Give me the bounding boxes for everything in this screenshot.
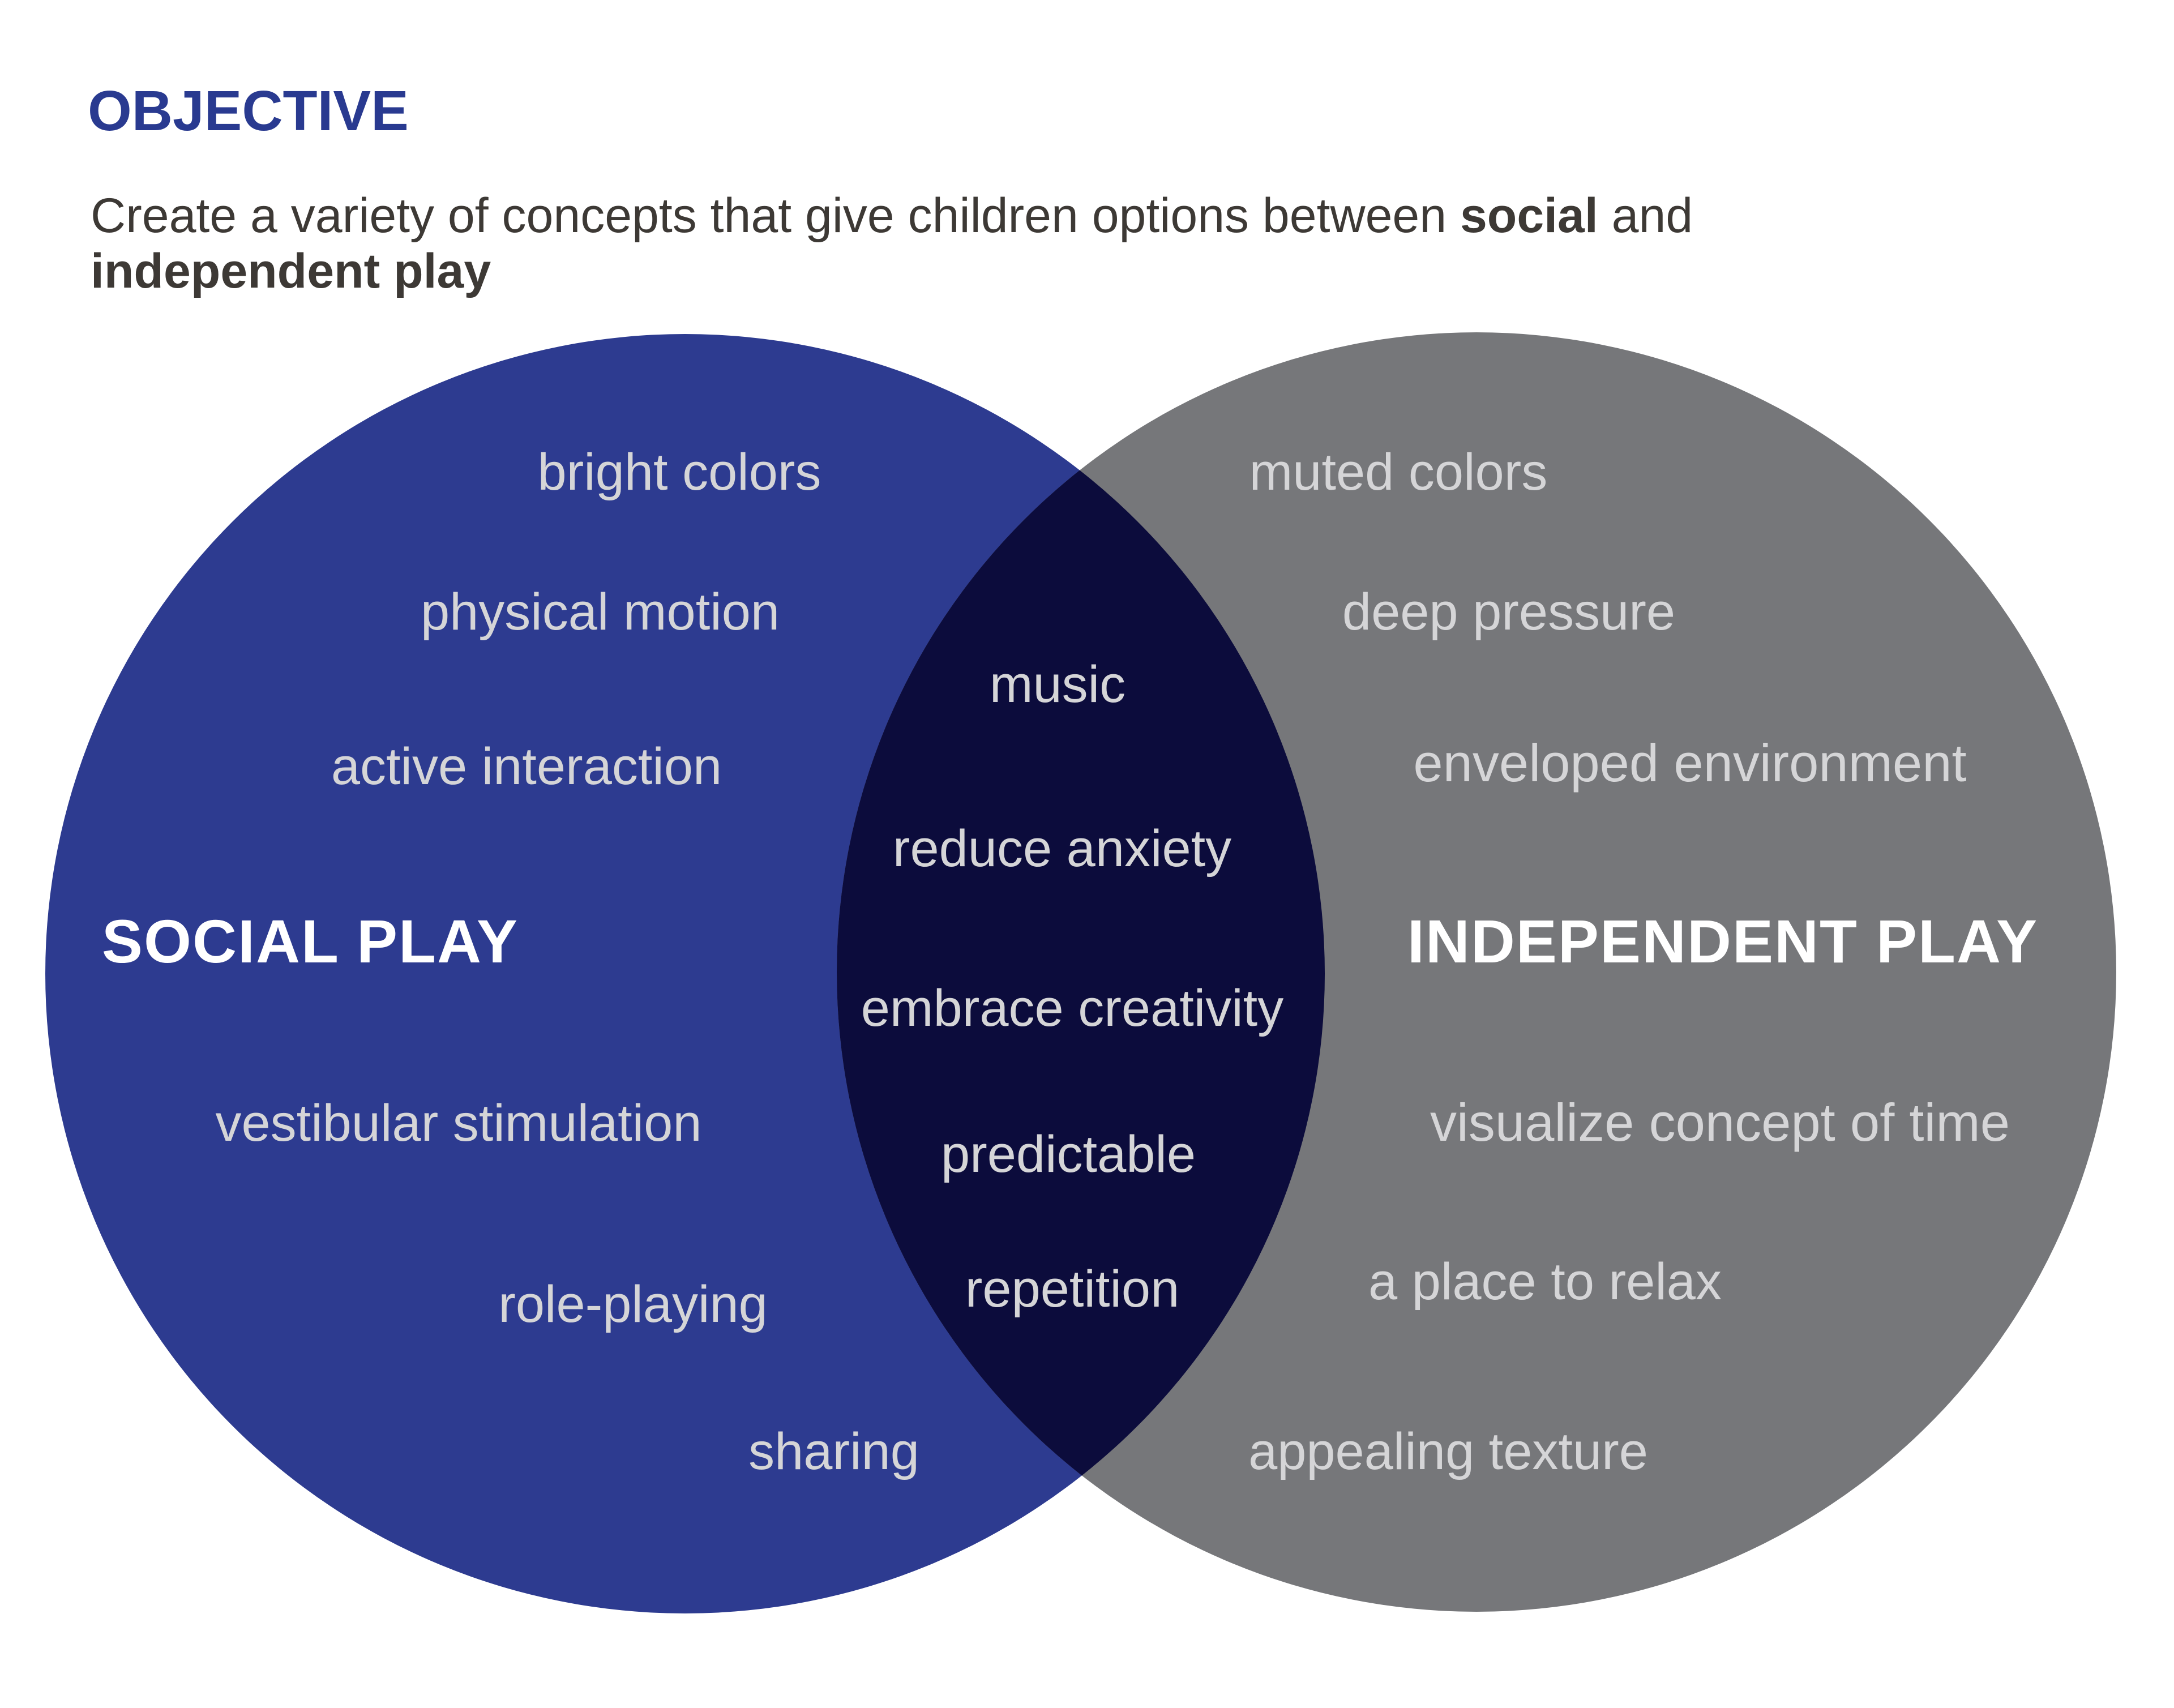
label-deep-pressure: deep pressure (1342, 583, 1675, 641)
label-bright-colors: bright colors (537, 443, 821, 501)
venn-item-labels: bright colors physical motion active int… (215, 443, 2010, 1480)
objective-subtitle-line2: independent play (91, 244, 491, 298)
label-appealing-texture: appealing texture (1248, 1423, 1648, 1480)
label-vestibular-stimulation: vestibular stimulation (215, 1094, 701, 1152)
label-embrace-creativity: embrace creativity (861, 979, 1283, 1037)
social-play-title: SOCIAL PLAY (102, 907, 519, 975)
label-role-playing: role-playing (498, 1275, 768, 1333)
label-reduce-anxiety: reduce anxiety (893, 820, 1231, 877)
intersection-clip-group (837, 334, 1325, 1612)
label-visualize-concept-of-time: visualize concept of time (1430, 1093, 2010, 1152)
label-predictable: predictable (941, 1125, 1196, 1183)
subtitle-mid: and (1598, 189, 1706, 243)
label-repetition: repetition (965, 1260, 1179, 1318)
label-enveloped-environment: enveloped environment (1413, 733, 1966, 793)
label-music: music (990, 656, 1125, 713)
intersection-lens (837, 334, 1325, 1612)
label-physical-motion: physical motion (421, 583, 780, 641)
label-sharing: sharing (748, 1423, 919, 1480)
independent-play-title: INDEPENDENT PLAY (1407, 907, 2038, 975)
page-title: OBJECTIVE (88, 79, 409, 143)
label-a-place-to-relax: a place to relax (1368, 1253, 1722, 1311)
objective-subtitle-line1: Create a variety of concepts that give c… (91, 189, 1706, 243)
subtitle-prefix: Create a variety of concepts that give c… (91, 189, 1460, 243)
label-muted-colors: muted colors (1249, 443, 1548, 501)
subtitle-bold-social: social (1460, 189, 1598, 243)
label-active-interaction: active interaction (331, 738, 722, 795)
venn-circle-titles: SOCIAL PLAY INDEPENDENT PLAY (102, 907, 2038, 975)
